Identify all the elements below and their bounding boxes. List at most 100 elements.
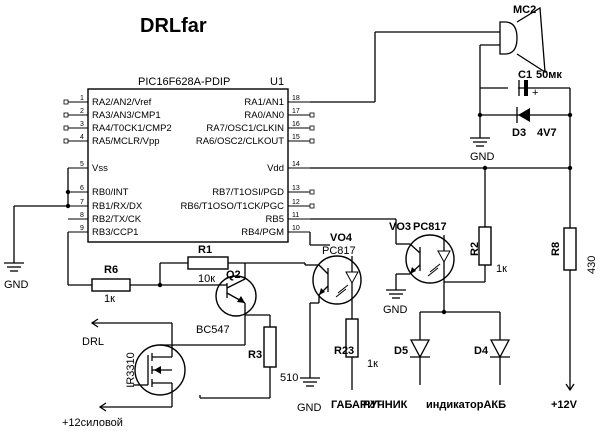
pin-label-ra3: RA3/AN3/CMP1 xyxy=(92,110,161,121)
vo4-value: PC817 xyxy=(322,245,356,257)
vo4-ref: VO4 xyxy=(330,232,353,244)
gnd-left-label: GND xyxy=(4,279,29,291)
r1-resistor xyxy=(157,256,305,288)
ic-ref: U1 xyxy=(270,76,284,88)
pin-label-ra5: RA5/MCLR/Vpp xyxy=(92,136,160,147)
pin-num-4: 4 xyxy=(80,134,84,141)
pin-label-rb0: RB0/INT xyxy=(92,187,129,198)
speaker-mc2 xyxy=(310,6,546,103)
r3-value: 510 xyxy=(280,372,298,384)
plus12v-label: +12V xyxy=(551,399,578,411)
r1-value: 10к xyxy=(198,273,215,285)
q2-to-r3-wiring xyxy=(160,314,271,399)
r2-value: 1к xyxy=(496,263,507,275)
pin-num-18: 18 xyxy=(292,95,300,102)
d5-diode xyxy=(409,339,431,359)
indicator-label: индикаторАКБ xyxy=(426,399,506,411)
mc2-ref: MC2 xyxy=(513,4,536,16)
gnd-vo3-label: GND xyxy=(383,304,408,316)
pin-label-rb6: RB6/T1OSO/T1CK/PGC xyxy=(181,201,285,212)
pin-num-11: 11 xyxy=(292,212,299,219)
c1-ref: C1 xyxy=(518,69,532,81)
pin-num-3: 3 xyxy=(80,121,84,128)
pin-label-vdd: Vdd xyxy=(267,163,284,174)
r23-value: 1к xyxy=(367,358,378,370)
pin-label-ra2: RA2/AN2/Vref xyxy=(92,97,152,108)
r8-value: 430 xyxy=(586,256,598,274)
c1-value: 50мк xyxy=(536,69,562,81)
d3-ref: D3 xyxy=(512,127,526,139)
vo3-optocoupler xyxy=(386,234,455,299)
pin-label-ra7: RA7/OSC1/CLKIN xyxy=(206,123,284,134)
pin-num-6: 6 xyxy=(80,185,84,192)
r2-ref: R2 xyxy=(469,242,481,256)
gabarit-label: ГАБАРИТ xyxy=(331,399,382,411)
pin-label-rb4: RB4/PGM xyxy=(241,227,284,238)
pin-label-rb1: RB1/RX/DX xyxy=(92,201,143,212)
pin-label-rb3: RB3/CCP1 xyxy=(92,227,138,238)
vo4-optocoupler xyxy=(304,255,362,315)
pin-num-9: 9 xyxy=(80,225,84,232)
pin-num-17: 17 xyxy=(292,108,300,115)
pin-num-13: 13 xyxy=(292,185,300,192)
r23-resistor xyxy=(345,318,359,390)
pin-num-5: 5 xyxy=(80,161,84,168)
pin-num-12: 12 xyxy=(292,199,300,206)
pin-num-15: 15 xyxy=(292,134,300,141)
ic-left-pin-numbers: 1 2 3 4 5 6 7 8 9 xyxy=(80,95,84,232)
pin-num-7: 7 xyxy=(80,199,84,206)
r3-resistor xyxy=(263,326,277,368)
pin-num-2: 2 xyxy=(80,108,84,115)
r8-ref: R8 xyxy=(550,242,562,256)
vo3-value: PC817 xyxy=(413,221,447,233)
pin-label-ra6: RA6/OSC2/CLKOUT xyxy=(196,136,284,147)
r6-ref: R6 xyxy=(104,264,118,276)
vo3-ref: VO3 xyxy=(389,221,411,233)
pin-label-ra0: RA0/AN0 xyxy=(244,110,284,121)
ir3310-mosfet xyxy=(133,344,186,396)
pin-label-rb2: RB2/TX/CK xyxy=(92,214,142,225)
r2-resistor xyxy=(478,165,492,282)
pin-label-ra1: RA1/AN1 xyxy=(244,97,284,108)
vss-ground-wiring xyxy=(4,168,71,272)
drl-wiring xyxy=(90,318,173,345)
pin-num-8: 8 xyxy=(80,212,84,219)
r6-value: 1к xyxy=(104,293,115,305)
gnd-top-label: GND xyxy=(470,151,495,163)
ic-left-pins xyxy=(63,99,88,233)
ic-name: PIC16F628A-PDIP xyxy=(138,76,230,88)
pin-num-1: 1 xyxy=(80,95,84,102)
d5-ref: D5 xyxy=(394,345,408,357)
diagram-title: DRLfar xyxy=(140,15,207,37)
pin-num-14: 14 xyxy=(292,161,300,168)
d3-zener xyxy=(516,107,530,123)
pin-label-ra4: RA4/T0CK1/CMP2 xyxy=(92,123,172,134)
q2-value: BC547 xyxy=(196,324,230,336)
pin-label-rb7: RB7/T1OSI/PGD xyxy=(212,187,284,198)
plus12-power-label: +12силовой xyxy=(62,417,123,429)
pin-num-10: 10 xyxy=(292,225,300,232)
r8-resistor xyxy=(563,115,577,392)
ruchnik-label: РУЧНИК xyxy=(363,399,408,411)
plus12-power-wiring xyxy=(98,395,173,412)
r1-ref: R1 xyxy=(198,244,212,256)
r23-ref: R23 xyxy=(334,345,354,357)
rb3-to-r6-wiring xyxy=(67,232,215,286)
gnd-bottom-label: GND xyxy=(297,402,322,414)
r6-resistor xyxy=(91,278,131,292)
vdd-rail xyxy=(310,165,573,171)
q2-ref: Q2 xyxy=(226,269,241,281)
d4-diode xyxy=(489,339,511,359)
ir3310-ref: IR3310 xyxy=(125,352,137,387)
pin-label-rb5: RB5 xyxy=(266,214,284,225)
pin-num-16: 16 xyxy=(292,121,300,128)
c1-capacitor xyxy=(508,80,528,96)
ic-left-pin-labels: RA2/AN2/Vref RA3/AN3/CMP1 RA4/T0CK1/CMP2… xyxy=(92,97,172,238)
c1-plus-mark: + xyxy=(532,87,538,99)
pin-label-vss: Vss xyxy=(92,163,108,174)
ic-right-pin-numbers: 18 17 16 15 14 13 12 11 10 xyxy=(292,95,300,232)
ic-right-pin-labels: RA1/AN1 RA0/AN0 RA7/OSC1/CLKIN RA6/OSC2/… xyxy=(181,97,285,238)
rb5-to-vo3-wiring xyxy=(310,218,397,244)
ic-body xyxy=(87,88,289,243)
